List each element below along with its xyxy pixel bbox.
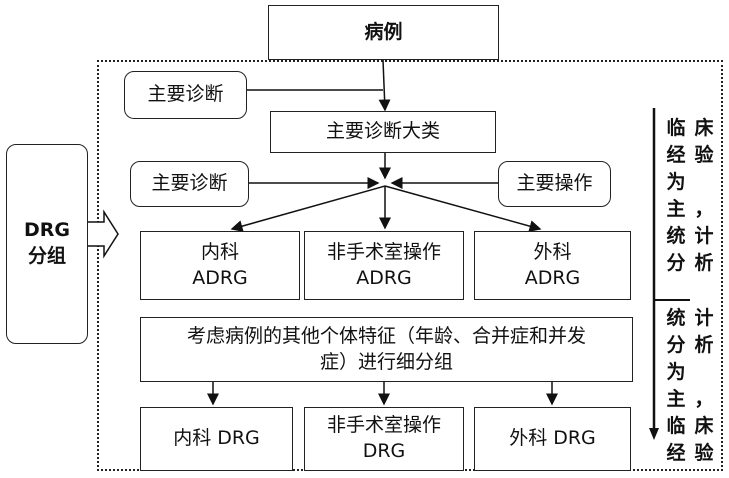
side-char: 临 — [666, 117, 686, 139]
drg-surgical-label: 外科 DRG — [509, 427, 596, 450]
side-char: 床 — [694, 117, 714, 139]
side-char: 为 — [666, 171, 686, 193]
adrg-nonor-line2: ADRG — [356, 266, 412, 289]
side-char: 统 — [666, 307, 686, 329]
adrg-surgical-box: 外科 ADRG — [474, 231, 631, 300]
side-char: 析 — [694, 334, 714, 356]
mdc-label: 主要诊断大类 — [325, 120, 440, 143]
side-char: 计 — [694, 307, 714, 329]
side-label-top-col1: 临 经 为 主 统 分 — [664, 116, 688, 278]
drg-medical-label: 内科 DRG — [173, 427, 260, 450]
main-diagnosis-top-box: 主要诊断 — [124, 71, 247, 119]
case-label: 病例 — [364, 20, 403, 43]
side-char: 床 — [694, 415, 714, 437]
side-char — [692, 360, 716, 387]
side-char: 为 — [666, 361, 686, 383]
side-char: 验 — [694, 144, 714, 166]
side-label-top-col2: 床 验 ， 计 析 — [692, 116, 716, 278]
drg-nonor-box: 非手术室操作 DRG — [304, 407, 464, 471]
adrg-nonor-box: 非手术室操作 ADRG — [304, 231, 464, 300]
main-diagnosis-top-label: 主要诊断 — [147, 83, 224, 106]
side-char: 验 — [694, 442, 714, 464]
side-char: 经 — [666, 442, 686, 464]
side-char: 经 — [666, 144, 686, 166]
mdc-box: 主要诊断大类 — [270, 111, 496, 153]
drg-surgical-box: 外科 DRG — [474, 407, 631, 471]
case-box: 病例 — [268, 5, 499, 60]
side-char: 分 — [666, 252, 686, 274]
adrg-surgical-line1: 外科 — [533, 240, 572, 263]
side-char: 统 — [666, 225, 686, 247]
refine-line1: 考虑病例的其他个体特征（年龄、合并症和并发 — [186, 324, 586, 347]
side-char: 析 — [694, 252, 714, 274]
drg-medical-box: 内科 DRG — [140, 407, 293, 471]
adrg-surgical-line2: ADRG — [524, 266, 581, 289]
refine-box: 考虑病例的其他个体特征（年龄、合并症和并发 症）进行细分组 — [140, 317, 633, 382]
drg-nonor-line2: DRG — [362, 440, 406, 462]
side-char: 计 — [694, 225, 714, 247]
side-char: 主 — [666, 198, 686, 220]
drg-group-line2: 分组 — [27, 245, 66, 267]
drg-nonor-line1: 非手术室操作 — [326, 414, 441, 437]
side-label-bottom-col2: 计 析 ， 床 验 — [692, 306, 716, 468]
side-char — [692, 170, 716, 197]
side-char: 主 — [666, 388, 686, 410]
adrg-medical-line2: ADRG — [192, 266, 248, 289]
side-label-bottom-col1: 统 分 为 主 临 经 — [664, 306, 688, 468]
drg-group-box: DRG 分组 — [6, 144, 88, 344]
side-char: ， — [694, 198, 714, 220]
adrg-medical-box: 内科 ADRG — [140, 231, 300, 300]
refine-line2: 症）进行细分组 — [319, 350, 453, 373]
main-procedure-label: 主要操作 — [516, 172, 593, 195]
side-char: 临 — [666, 415, 686, 437]
main-procedure-box: 主要操作 — [498, 161, 611, 207]
adrg-medical-line1: 内科 — [200, 240, 239, 263]
drg-group-line1: DRG — [24, 219, 70, 242]
main-diagnosis-mid-box: 主要诊断 — [130, 161, 249, 207]
adrg-nonor-line1: 非手术室操作 — [326, 240, 441, 263]
side-char: ， — [694, 388, 714, 410]
side-char: 分 — [666, 334, 686, 356]
main-diagnosis-mid-label: 主要诊断 — [151, 172, 228, 195]
